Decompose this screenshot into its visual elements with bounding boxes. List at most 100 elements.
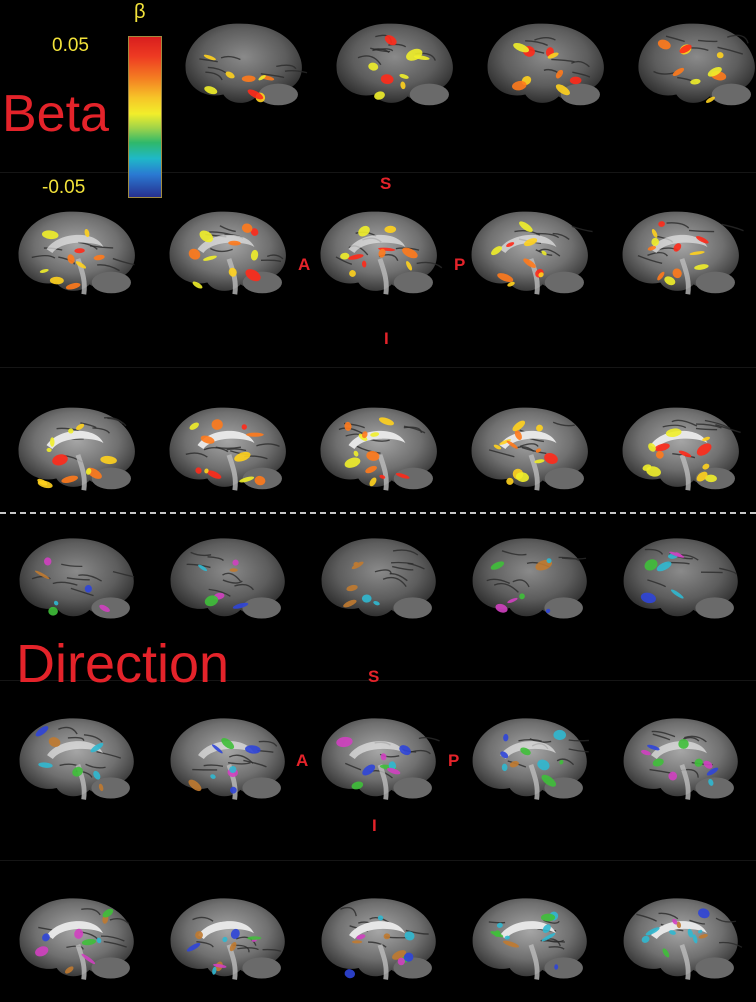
activation-cluster [38,762,53,768]
activation-cluster [559,759,564,765]
activation-cluster [247,89,264,100]
direction-panel: Direction S A P I [0,517,756,1002]
activation-cluster [672,918,678,925]
inferior-label: I [384,329,389,348]
brain-slice [0,200,150,308]
cerebellum [695,597,734,619]
brain-slice [453,887,603,993]
activation-cluster [377,915,384,921]
direction-section-label: Direction [16,634,230,694]
activation-cluster [664,276,676,286]
activation-cluster [494,930,501,937]
activation-cluster [369,477,377,487]
activation-cluster [195,931,203,940]
activation-cluster [513,43,529,53]
activation-cluster [204,595,219,607]
activation-cluster [222,936,228,943]
activation-cluster [96,937,102,944]
corpus-callosum [46,234,104,254]
brain-slice-outline [321,538,436,617]
activation-cluster [353,450,359,457]
activation-cluster [515,472,529,483]
activation-cluster [672,268,682,279]
activation-cluster [361,431,368,439]
corpus-callosum [500,921,556,940]
activation-cluster [669,930,676,935]
activation-cluster [647,245,657,251]
brain-slice-outline [321,718,436,797]
activation-cluster [656,561,672,572]
activation-cluster [239,476,255,483]
activation-cluster [48,606,58,616]
brain-slice [318,12,468,120]
activation-cluster [229,786,237,794]
activation-cluster [657,39,671,50]
activation-cluster [247,936,262,940]
section-divider [0,512,756,514]
activation-cluster [245,269,261,282]
activation-cluster [512,80,527,91]
activation-cluster [74,248,85,254]
activation-cluster [668,771,678,781]
corpus-callosum [198,741,254,760]
brain-slice-outline [170,718,285,797]
cerebellum [544,467,584,490]
row-separator [0,680,756,681]
brain-slice [302,527,452,633]
activation-cluster [198,564,208,572]
activation-cluster [506,440,518,449]
activation-cluster [250,249,259,261]
activation-cluster [538,272,544,278]
cerebellum [91,271,131,294]
brain-slice [302,707,452,813]
cerebellum [711,83,751,106]
activation-cluster [703,760,713,769]
brain-slice [620,12,756,120]
activation-cluster [696,471,708,482]
superior-label: S [380,174,392,193]
activation-cluster [640,592,656,604]
activation-cluster [351,940,363,944]
cerebellum [544,271,584,294]
activation-cluster [669,551,685,558]
cerebellum [695,957,734,979]
activation-cluster [61,475,78,484]
brain-slice [151,707,301,813]
activation-cluster [68,428,74,434]
corpus-callosum [47,741,103,760]
activation-cluster [37,480,53,489]
activation-cluster [230,928,240,939]
cerebellum [544,957,583,979]
activation-cluster [81,938,97,946]
activation-cluster [672,67,685,77]
activation-cluster [229,568,238,572]
brain-slice-outline [170,538,285,617]
cerebellum [560,83,600,106]
activation-cluster [702,436,710,442]
activation-cluster [210,774,216,779]
activation-cluster [493,444,502,450]
activation-cluster [85,468,92,475]
cerebellum [91,957,130,979]
activation-cluster [384,35,397,46]
activation-cluster [689,251,705,256]
activation-cluster [232,602,249,609]
corpus-callosum [650,430,708,450]
brain-slice-outline [472,538,587,617]
activation-cluster [362,764,376,776]
activation-cluster [48,737,61,747]
activation-cluster [504,935,510,940]
corpus-callosum [650,234,708,254]
activation-cluster [46,447,52,453]
activation-cluster [537,759,550,771]
activation-cluster [225,71,235,79]
corpus-callosum [500,741,556,760]
activation-cluster [716,52,724,59]
corpus-callosum [499,430,557,450]
activation-cluster [84,584,92,593]
activation-cluster [241,75,256,82]
activation-cluster [199,230,214,243]
activation-cluster [541,774,557,787]
activation-cluster [245,745,261,754]
activation-cluster [547,52,559,59]
